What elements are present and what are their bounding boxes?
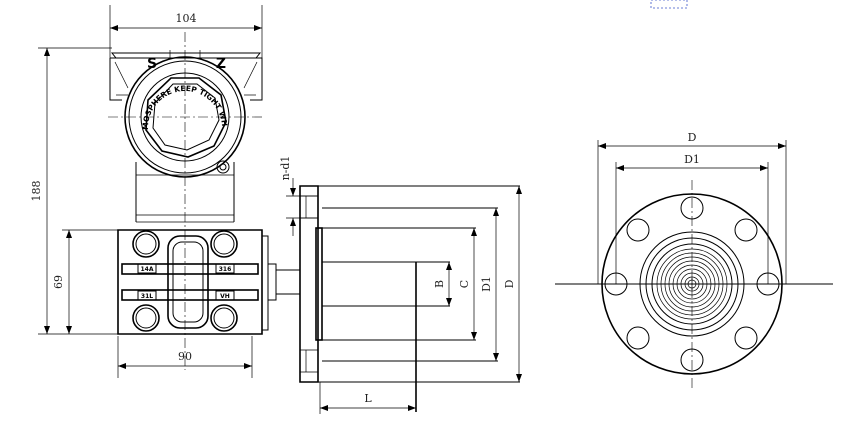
dim-b-label: B bbox=[433, 280, 446, 288]
sensor-body: 14A 316 31L VH bbox=[117, 229, 300, 335]
dim-69-label: 69 bbox=[52, 275, 65, 289]
dim-c-label: C bbox=[458, 280, 471, 288]
dim-n-d1-label: n-d1 bbox=[279, 156, 292, 181]
dim-104: 104 bbox=[109, 5, 263, 60]
dim-l-label: L bbox=[364, 392, 372, 405]
label-vh: VH bbox=[220, 293, 230, 300]
housing: S Z IN EXPLOSIVE ATMOSPHERE KEEP TIGHT W… bbox=[0, 0, 263, 178]
dim-d1-label: D1 bbox=[480, 276, 493, 292]
transmitter-side-view: 104 S Z IN EXPLOSIVE ATMOSPHERE KEEP TIG… bbox=[0, 0, 300, 378]
span-label: S bbox=[147, 56, 157, 72]
dim-d: D bbox=[503, 186, 522, 382]
dim-104-label: 104 bbox=[176, 12, 197, 25]
dim-front-d-label: D bbox=[688, 131, 697, 144]
dim-l: L bbox=[319, 382, 416, 414]
dim-front-d1: D1 bbox=[615, 153, 769, 284]
dim-188-label: 188 bbox=[30, 181, 43, 202]
dim-d-label: D bbox=[503, 279, 516, 288]
dim-front-d1-label: D1 bbox=[684, 153, 700, 166]
dim-front-d: D bbox=[597, 131, 787, 284]
dim-c: C bbox=[458, 228, 477, 340]
flange-front-view: D D1 bbox=[555, 0, 833, 390]
dim-69: 69 bbox=[52, 229, 118, 334]
label-31l: 31L bbox=[141, 293, 153, 300]
label-14a: 14A bbox=[141, 266, 154, 273]
label-316: 316 bbox=[219, 266, 232, 273]
zero-label: Z bbox=[216, 56, 226, 72]
flange-side-view: n-d1 B C D1 D L bbox=[279, 156, 522, 414]
dim-d1: D1 bbox=[480, 208, 499, 361]
dim-n-d1: n-d1 bbox=[279, 156, 318, 236]
dim-b: B bbox=[433, 262, 452, 306]
dim-188: 188 bbox=[30, 47, 118, 335]
